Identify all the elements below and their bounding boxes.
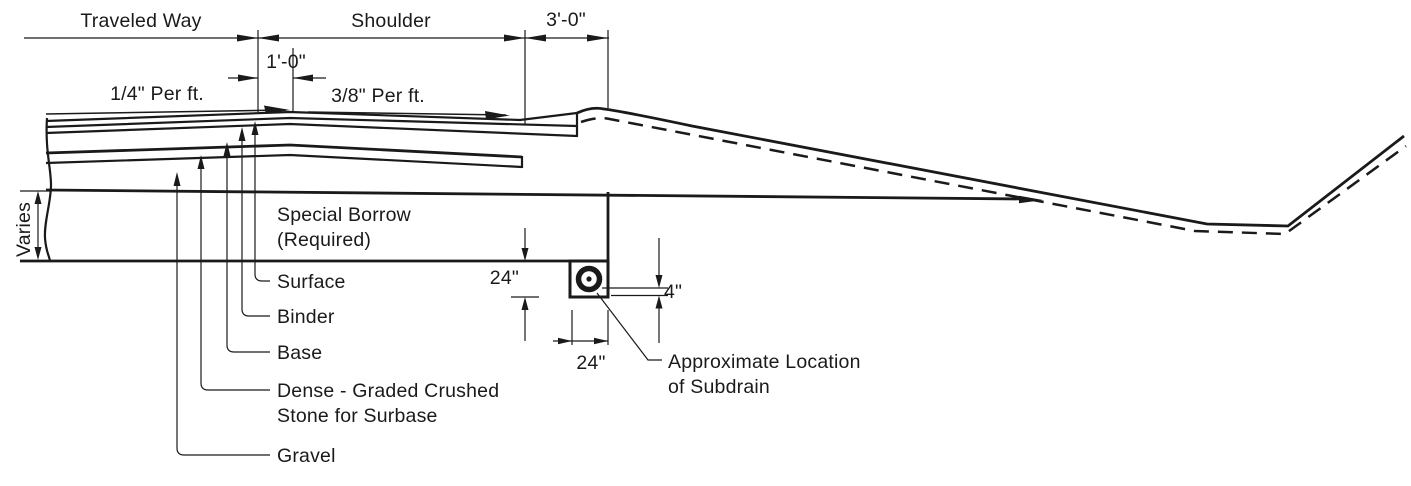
leader-arrow-dense [197,155,205,169]
leader-base [226,147,270,353]
leader-arrow-base [223,142,231,156]
embankment-dashed-line [580,116,1407,236]
embankment-lines [576,106,1407,236]
dim-arrow-down [34,247,42,260]
binder-label: Binder [277,306,335,328]
subdrain-dimensions [511,228,668,361]
leader-binder [241,132,270,317]
subdrain-location-label-line2: of Subdrain [668,376,770,398]
surface-bottom-line [45,116,578,129]
subdrain-leader-line [596,292,662,361]
dim-arrow-up [34,191,42,204]
pipe-offset-label: 4" [664,281,682,303]
subdrain-pipe-center [586,276,592,282]
gravel-label: Gravel [277,445,336,467]
dim-arrow [558,337,572,345]
slope-arrowhead-traveled-way [264,105,290,114]
base-bottom-line [45,143,523,159]
varies-dimension [20,190,52,260]
leader-arrow-binder [238,127,246,141]
dim-arrow-down [521,248,529,261]
dim-arrow [594,337,608,345]
leader-gravel [176,177,270,456]
left-break-line [43,117,53,262]
subdrain-depth-label: 24" [490,267,519,289]
leader-arrow-gravel [173,172,181,186]
slope-arrows [45,105,510,120]
dim-arrow [525,34,546,42]
dim-arrow [258,34,279,42]
dim-arrow-up [521,297,529,310]
leader-dense [200,160,270,391]
surface-label: Surface [277,271,346,293]
dim-3ft-label: 3'-0" [546,9,586,31]
dim-arrow [237,34,258,42]
dim-arrow [293,74,313,82]
dim-arrow-down [655,275,663,288]
subdrain-pipe-icon [575,265,603,293]
subdrain-location-label-line1: Approximate Location [668,351,861,373]
slope-arrowhead-shoulder [485,111,510,120]
base-label: Base [277,342,322,364]
dense-label-line2: Stone for Surbase [277,405,438,427]
gravel-bottom-line [45,188,1027,201]
slope-arrow-line-traveled-way [45,109,287,115]
slope-shoulder-label: 3/8" Per ft. [331,85,425,107]
dim-arrow [504,34,525,42]
dim-arrow [238,74,258,82]
special-borrow-label-line2: (Required) [277,229,371,251]
slope-traveled-way-label: 1/4" Per ft. [110,83,204,105]
dense-label-line1: Dense - Graded Crushed [277,380,499,402]
subdrain-detail [568,192,610,299]
embankment-solid-line [576,106,1405,228]
top-dimensions [24,30,609,124]
dim-1ft-label: 1'-0" [266,51,306,73]
layer-leaders [173,121,270,456]
text-labels: Traveled Way Shoulder 3'-0" 1'-0" 1/4" P… [13,9,861,467]
slope-arrow-line-shoulder [307,111,507,116]
leader-arrow-surface [251,121,259,135]
special-borrow-label-line1: Special Borrow [277,204,412,226]
dim-arrow-up [655,295,663,309]
traveled-way-label: Traveled Way [80,10,201,32]
subdrain-width-label: 24" [576,352,605,374]
pavement-layers [20,110,1043,263]
varies-label: Varies [13,202,35,257]
shoulder-label: Shoulder [351,10,431,32]
binder-bottom-line [45,122,578,138]
dim-arrow [587,34,608,42]
surface-top-line [45,110,578,123]
leader-surface [254,126,270,282]
dense-bottom-line [45,153,523,169]
